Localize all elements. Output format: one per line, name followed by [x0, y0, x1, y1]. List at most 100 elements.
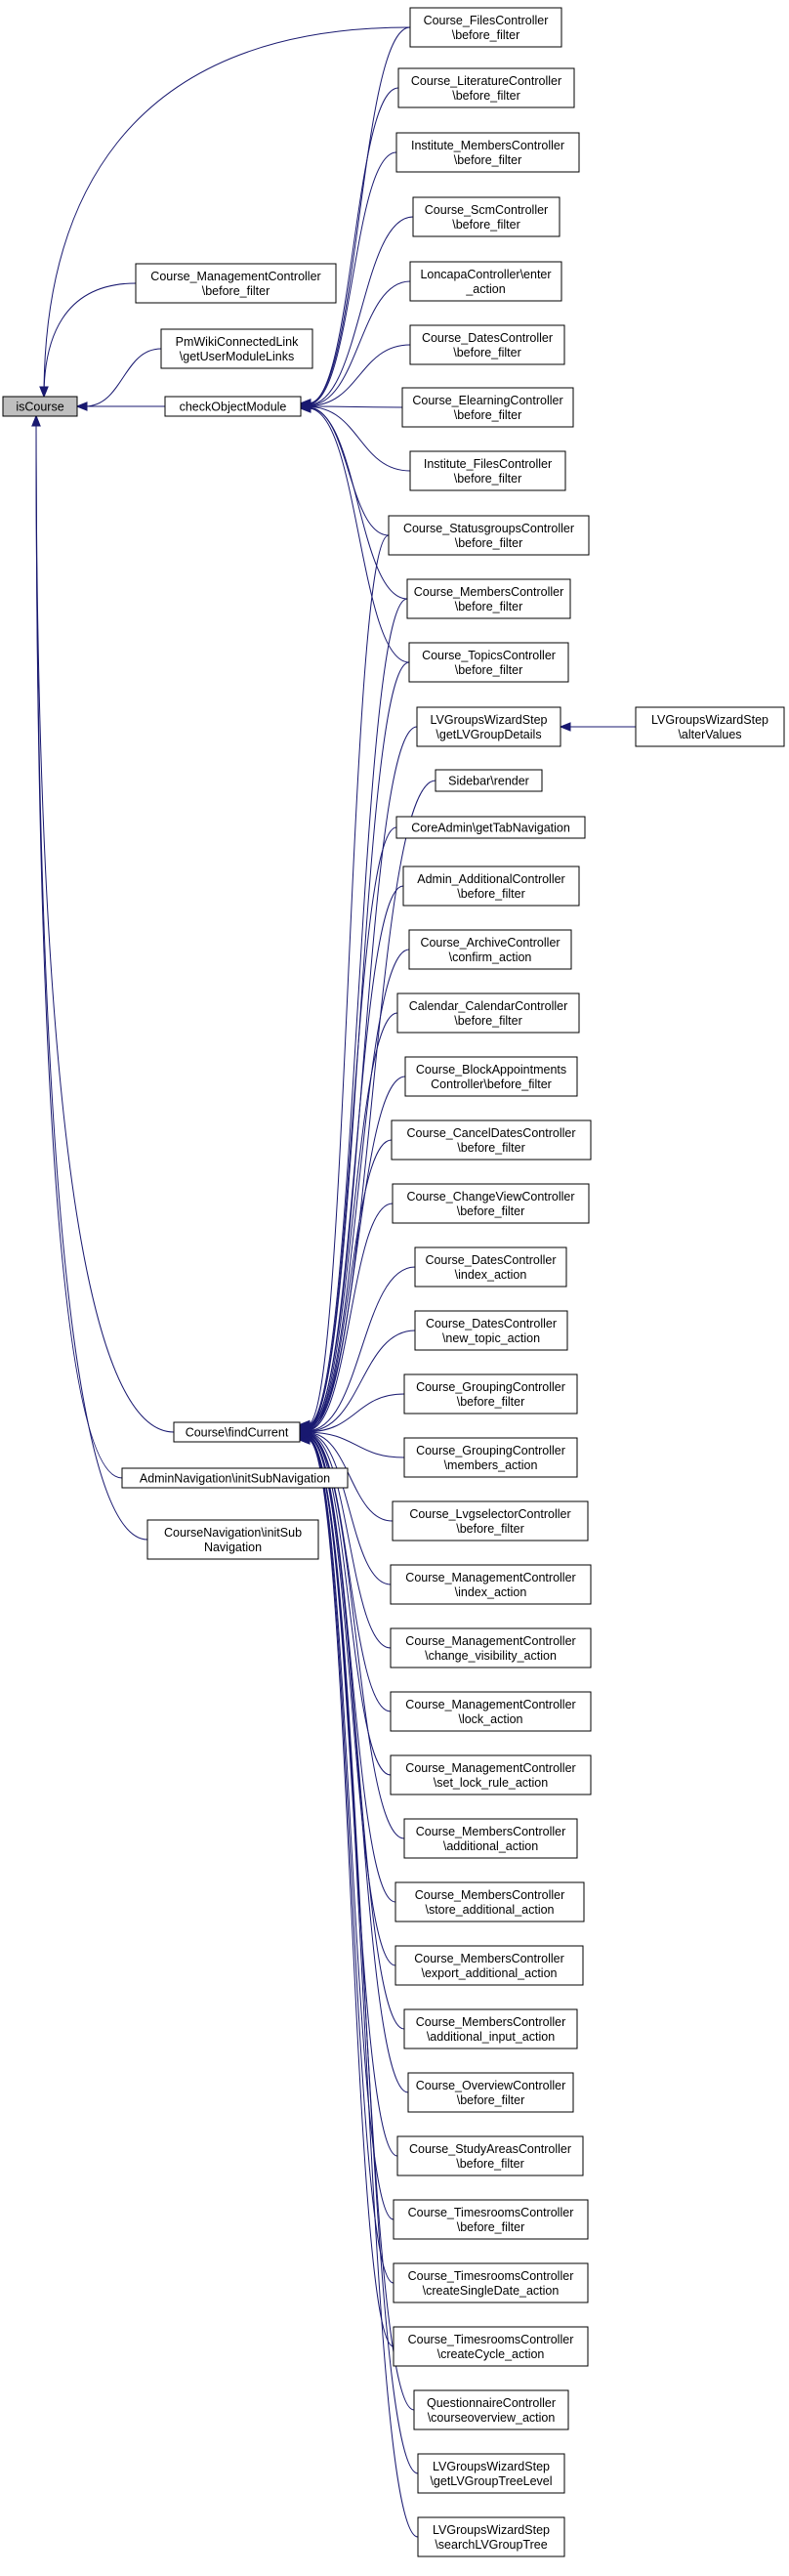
call-edge-topics-to-checkObj	[308, 407, 410, 663]
node-loncapa[interactable]: LoncapaController\enter_action	[409, 261, 562, 302]
node-label: _action	[465, 282, 505, 296]
call-edge-timesroomsCycle-to-findCurrent	[307, 1439, 394, 2347]
node-groupingBefore[interactable]: Course_GroupingController\before_filter	[403, 1373, 578, 1415]
node-timesroomsSingle[interactable]: Course_TimesroomsController\createSingle…	[393, 2262, 589, 2303]
node-label: Course_TimesroomsController	[408, 2333, 574, 2346]
node-box	[392, 1500, 589, 1541]
node-label: \lock_action	[458, 1712, 522, 1726]
node-box	[403, 2008, 578, 2049]
node-files[interactable]: Course_FilesController\before_filter	[409, 7, 562, 48]
node-label: Sidebar\render	[448, 775, 529, 788]
node-datesIndex[interactable]: Course_DatesController\index_action	[414, 1246, 567, 1288]
node-membersAdditional[interactable]: Course_MembersController\additional_acti…	[403, 1818, 578, 1859]
node-blockAppt[interactable]: Course_BlockAppointmentsController\befor…	[404, 1056, 578, 1097]
node-box	[414, 1310, 568, 1351]
node-adminAdditional[interactable]: Admin_AdditionalController\before_filter	[402, 866, 580, 907]
node-studyAreas[interactable]: Course_StudyAreasController\before_filte…	[396, 2135, 584, 2176]
node-box	[414, 1246, 567, 1288]
node-box	[435, 769, 543, 792]
node-timesroomsBefore[interactable]: Course_TimesroomsController\before_filte…	[393, 2199, 589, 2240]
node-groupingMembers[interactable]: Course_GroupingController\members_action	[403, 1437, 578, 1478]
node-label: checkObjectModule	[180, 401, 287, 414]
call-edge-membersAdditional-to-findCurrent	[307, 1434, 405, 1839]
node-label: Course_MembersController	[415, 1888, 565, 1902]
node-mgmtLockRule[interactable]: Course_ManagementController\set_lock_rul…	[390, 1754, 592, 1795]
node-dates[interactable]: Course_DatesController\before_filter	[409, 324, 565, 365]
node-archive[interactable]: Course_ArchiveController\confirm_action	[408, 929, 572, 970]
node-label: Course_StudyAreasController	[409, 2142, 571, 2156]
node-topics[interactable]: Course_TopicsController\before_filter	[408, 642, 569, 683]
node-lvTreeLevel[interactable]: LVGroupsWizardStep\getLVGroupTreeLevel	[417, 2453, 565, 2494]
call-edge-adminAdditional-to-findCurrent	[307, 885, 404, 1428]
call-edge-findCurrent-to-isCourse	[35, 415, 175, 1433]
node-instMembers[interactable]: Institute_MembersController\before_filte…	[395, 132, 580, 173]
call-edge-groupingMembers-to-findCurrent	[307, 1431, 405, 1458]
node-isCourse[interactable]: isCourse	[2, 396, 78, 417]
node-datesNewTopic[interactable]: Course_DatesController\new_topic_action	[414, 1310, 568, 1351]
node-label: \before_filter	[452, 28, 519, 42]
node-mgmtLock[interactable]: Course_ManagementController\lock_action	[390, 1691, 592, 1732]
node-membersExportAdd[interactable]: Course_MembersController\export_addition…	[394, 1945, 584, 1986]
node-label: Course_DatesController	[422, 331, 553, 345]
node-membersAddInput[interactable]: Course_MembersController\additional_inpu…	[403, 2008, 578, 2049]
node-cancelDates[interactable]: Course_CancelDatesController\before_filt…	[391, 1119, 592, 1161]
node-label: \change_visibility_action	[425, 1649, 557, 1663]
node-label: Course_StatusgroupsController	[403, 522, 574, 535]
node-box	[404, 1056, 578, 1097]
call-edge-loncapa-to-checkObj	[308, 280, 411, 406]
call-edge-mgmtVisibility-to-findCurrent	[307, 1433, 392, 1649]
node-literature[interactable]: Course_LiteratureController\before_filte…	[397, 67, 575, 108]
node-scm[interactable]: Course_ScmController\before_filter	[412, 196, 561, 237]
arrowhead	[559, 722, 571, 732]
node-box	[397, 67, 575, 108]
node-box	[408, 929, 572, 970]
node-overview[interactable]: Course_OverviewController\before_filter	[407, 2072, 574, 2113]
node-label: Institute_MembersController	[411, 139, 564, 152]
node-sidebar[interactable]: Sidebar\render	[435, 769, 543, 792]
node-box	[416, 706, 561, 747]
node-label: \new_topic_action	[442, 1331, 540, 1345]
node-label: \before_filter	[455, 663, 522, 677]
node-label: \index_action	[455, 1268, 527, 1282]
node-timesroomsCycle[interactable]: Course_TimesroomsController\createCycle_…	[393, 2326, 589, 2367]
node-mgmtIndex[interactable]: Course_ManagementController\index_action	[390, 1564, 592, 1605]
arrowhead	[299, 403, 311, 413]
node-instFiles[interactable]: Institute_FilesController\before_filter	[409, 450, 566, 491]
node-elearning[interactable]: Course_ElearningController\before_filter	[401, 387, 574, 428]
edges-layer	[31, 26, 636, 2538]
node-lvSearchTree[interactable]: LVGroupsWizardStep\searchLVGroupTree	[417, 2516, 565, 2557]
node-coreAdmin[interactable]: CoreAdmin\getTabNavigation	[395, 816, 586, 839]
node-alterValues[interactable]: LVGroupsWizardStep\alterValues	[635, 706, 785, 747]
node-membersStoreAdd[interactable]: Course_MembersController\store_additiona…	[394, 1881, 585, 1922]
node-label: \getLVGroupDetails	[436, 728, 541, 741]
node-label: \before_filter	[457, 1141, 524, 1155]
node-mgmt_before[interactable]: Course_ManagementController\before_filte…	[135, 263, 337, 304]
node-label: CourseNavigation\initSub	[164, 1526, 302, 1540]
node-statusgroups[interactable]: Course_StatusgroupsController\before_fil…	[388, 515, 590, 556]
node-label: Course_ManagementController	[405, 1571, 575, 1584]
node-findCurrent[interactable]: Course\findCurrent	[173, 1421, 301, 1443]
call-edge-dates-to-checkObj	[308, 344, 411, 406]
node-label: Course_TimesroomsController	[408, 2269, 574, 2283]
node-mgmtVisibility[interactable]: Course_ManagementController\change_visib…	[390, 1627, 592, 1668]
node-label: \members_action	[444, 1458, 538, 1472]
node-label: Course_MembersController	[414, 1952, 564, 1965]
node-label: Course_GroupingController	[416, 1380, 565, 1394]
node-lvgselector[interactable]: Course_LvgselectorController\before_filt…	[392, 1500, 589, 1541]
node-label: LVGroupsWizardStep	[431, 713, 548, 727]
node-box	[391, 1119, 592, 1161]
call-edge-timesroomsSingle-to-findCurrent	[307, 1438, 394, 2284]
node-pmwiki[interactable]: PmWikiConnectedLink\getUserModuleLinks	[160, 328, 313, 369]
call-edge-mgmtIndex-to-findCurrent	[307, 1432, 392, 1585]
node-calendar[interactable]: Calendar_CalendarController\before_filte…	[396, 992, 580, 1034]
node-changeView[interactable]: Course_ChangeViewController\before_filte…	[392, 1183, 590, 1224]
node-label: LVGroupsWizardStep	[651, 713, 768, 727]
node-members[interactable]: Course_MembersController\before_filter	[406, 578, 571, 619]
call-edge-mgmtLock-to-findCurrent	[307, 1433, 392, 1712]
node-courseNav[interactable]: CourseNavigation\initSubNavigation	[146, 1519, 319, 1560]
node-checkObj[interactable]: checkObjectModule	[164, 396, 302, 417]
node-adminNav[interactable]: AdminNavigation\initSubNavigation	[121, 1467, 349, 1489]
node-lvDetails[interactable]: LVGroupsWizardStep\getLVGroupDetails	[416, 706, 561, 747]
node-questionnaire[interactable]: QuestionnaireController\courseoverview_a…	[413, 2389, 569, 2430]
